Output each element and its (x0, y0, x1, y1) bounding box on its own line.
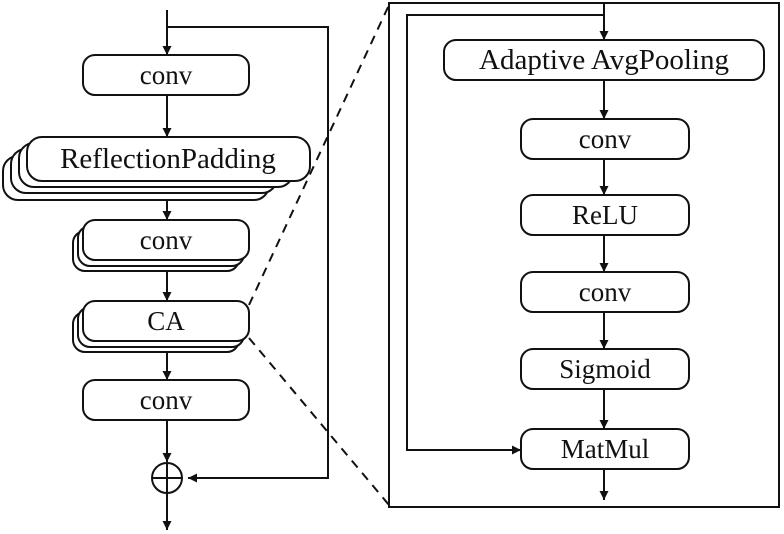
conv-1-label: conv (579, 124, 632, 154)
conv-bottom-block: conv (82, 379, 250, 421)
zoom-line-top (248, 4, 390, 306)
conv-bottom-label: conv (140, 385, 193, 415)
conv-2-block: conv (520, 271, 690, 313)
relu-label: ReLU (572, 200, 638, 230)
conv-1-block: conv (520, 118, 690, 160)
zoom-line-bottom (248, 337, 390, 506)
ca-block: CA (72, 300, 250, 353)
conv-top-label: conv (140, 60, 193, 90)
adaptive-avg-pooling-block: Adaptive AvgPooling (443, 39, 765, 81)
ca-detail-panel (388, 2, 780, 508)
plus-circle-icon (151, 462, 183, 494)
conv-2-label: conv (579, 277, 632, 307)
relu-block: ReLU (520, 194, 690, 236)
conv-top-block: conv (82, 54, 250, 96)
sigmoid-block: Sigmoid (520, 348, 690, 390)
matmul-label: MatMul (561, 434, 650, 464)
detail-skip-connection (406, 14, 604, 455)
matmul-block: MatMul (520, 428, 690, 470)
reflection-padding-label: ReflectionPadding (60, 143, 276, 175)
ca-label: CA (147, 306, 185, 336)
reflection-padding-block: ReflectionPadding (2, 136, 311, 201)
adaptive-avg-pooling-label: Adaptive AvgPooling (479, 44, 729, 76)
conv-stacked-label: conv (140, 225, 193, 255)
skip-connection (167, 26, 329, 483)
conv-stacked-block: conv (72, 219, 250, 272)
sigmoid-label: Sigmoid (559, 354, 651, 384)
